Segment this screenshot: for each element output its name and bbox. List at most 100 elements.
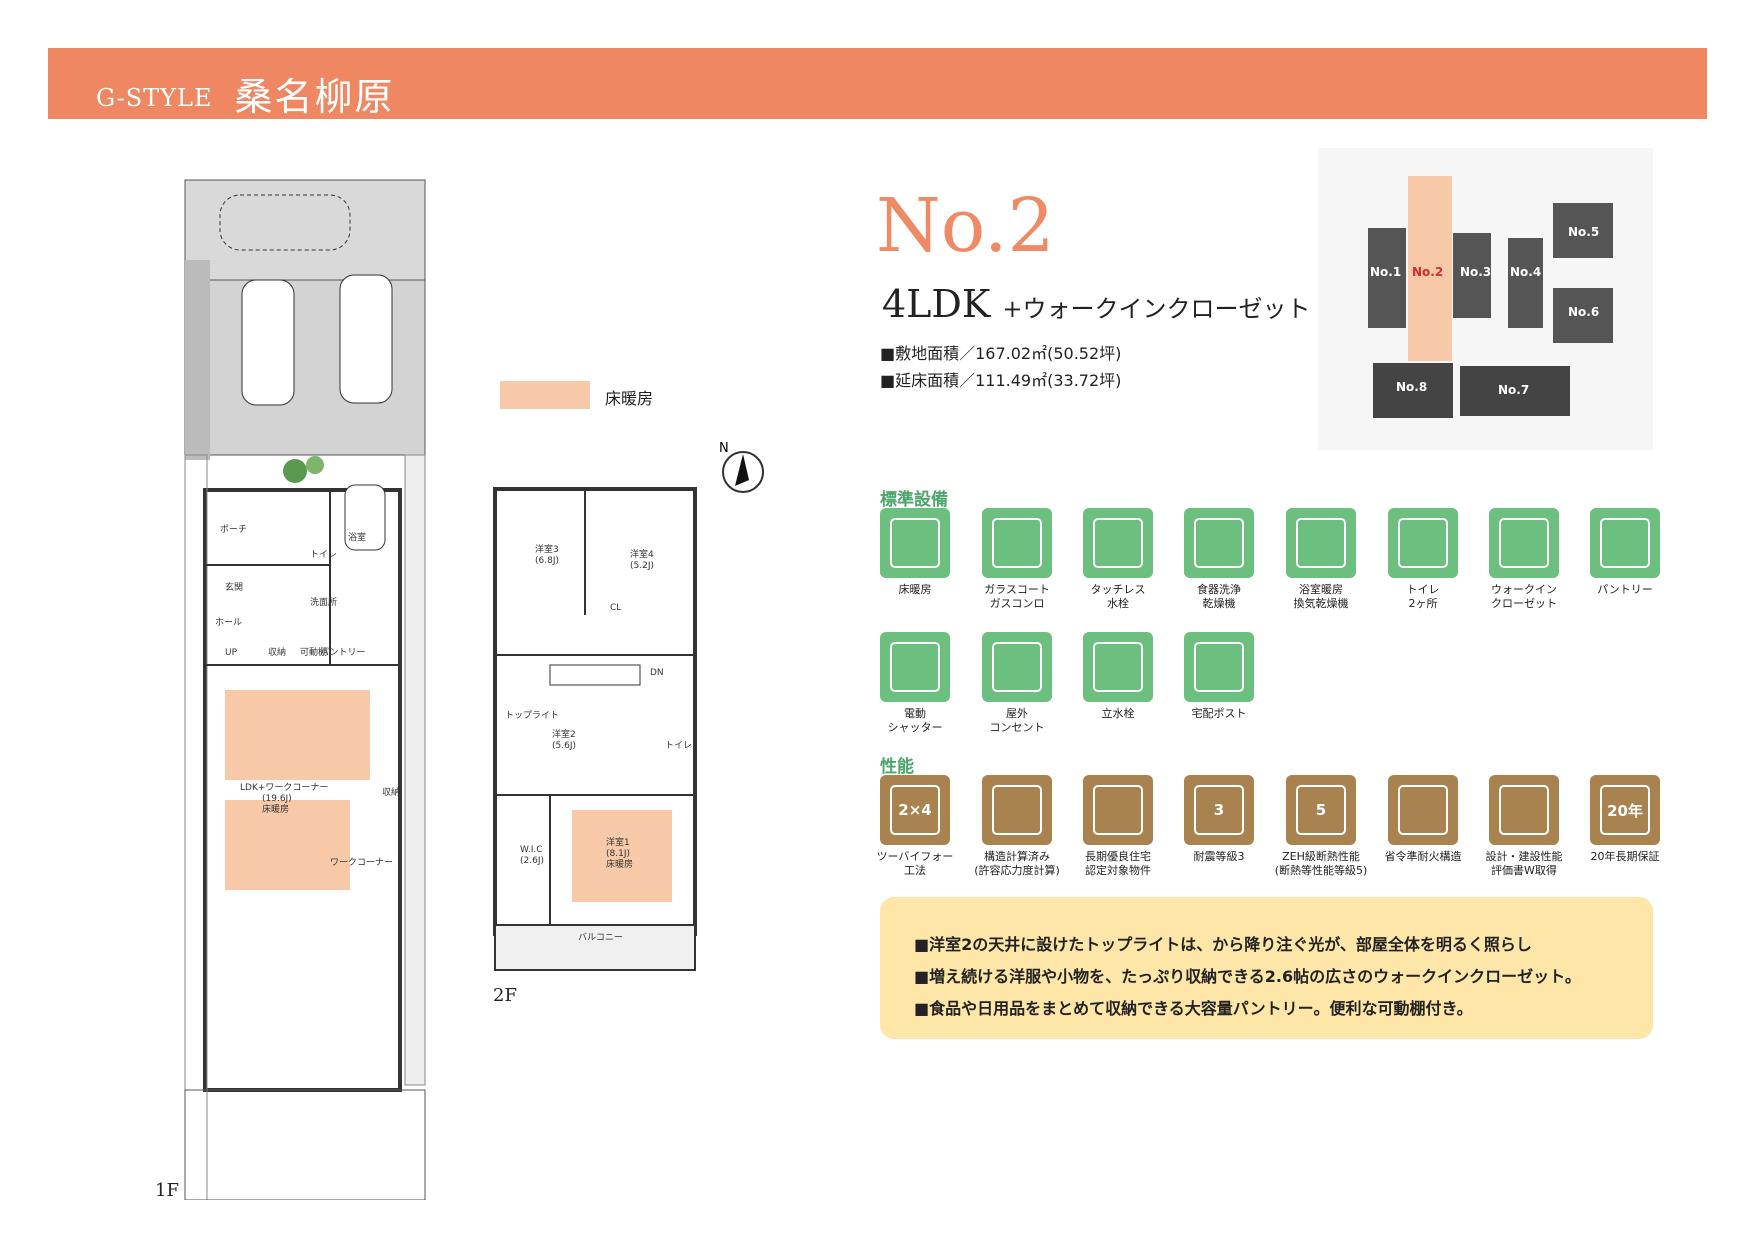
note-item: ■増え続ける洋服や小物を、たっぷり収納できる2.6帖の広さのウォークインクローゼ… bbox=[914, 967, 1581, 986]
svg-text:床暖房: 床暖房 bbox=[606, 858, 633, 870]
floor-plan-2f: 洋室3 (6.8J) 洋室4 (5.2J) CL トップライト 洋室2 (5.6… bbox=[493, 487, 697, 971]
layout-type: 4LDK +ウォークインクローゼット bbox=[882, 282, 1311, 326]
zeh-insulation-icon: 5 bbox=[1286, 775, 1356, 845]
svg-text:可動棚: 可動棚 bbox=[300, 646, 327, 658]
svg-text:No.8: No.8 bbox=[1396, 380, 1427, 394]
equipment-label: 設計・建設性能 評価書W取得 bbox=[1485, 850, 1563, 877]
svg-text:トップライト: トップライト bbox=[505, 710, 559, 721]
svg-text:玄関: 玄関 bbox=[225, 581, 243, 593]
equipment-label: 食器洗浄 乾燥機 bbox=[1197, 583, 1241, 610]
svg-text:(6.8J): (6.8J) bbox=[535, 556, 559, 566]
svg-text:No.1: No.1 bbox=[1370, 265, 1401, 279]
floor-label-2f: 2F bbox=[493, 985, 517, 1006]
standing-faucet-icon bbox=[1083, 632, 1153, 702]
equipment-label: 省令準耐火構造 bbox=[1384, 850, 1462, 863]
delivery-box-icon bbox=[1184, 632, 1254, 702]
equipment-label: 電動 シャッター bbox=[887, 707, 943, 734]
svg-text:洋室3: 洋室3 bbox=[535, 543, 559, 555]
equipment-label: パントリー bbox=[1597, 583, 1653, 596]
outdoor-outlet-icon bbox=[982, 632, 1052, 702]
svg-text:No.7: No.7 bbox=[1498, 383, 1529, 397]
svg-text:N: N bbox=[719, 441, 729, 456]
equipment-label: ウォークイン クローゼット bbox=[1491, 583, 1557, 610]
equipment-label: 立水栓 bbox=[1101, 707, 1135, 720]
fire-resistant-icon bbox=[1388, 775, 1458, 845]
floor-label-1f: 1F bbox=[155, 1180, 179, 1201]
note-item: ■洋室2の天井に設けたトップライトは、から降り注ぐ光が、部屋全体を明るく照らし bbox=[914, 935, 1532, 954]
svg-text:No.6: No.6 bbox=[1568, 305, 1599, 319]
warranty-icon: 20年 bbox=[1590, 775, 1660, 845]
svg-text:洋室2: 洋室2 bbox=[552, 728, 576, 740]
svg-text:CL: CL bbox=[610, 603, 621, 613]
floor-heating-legend-label: 床暖房 bbox=[605, 389, 654, 408]
svg-text:DN: DN bbox=[650, 668, 664, 678]
equipment-label: 宅配ポスト bbox=[1191, 707, 1247, 720]
equipment-label: 浴室暖房 換気乾燥機 bbox=[1293, 583, 1349, 610]
svg-text:(8.1J): (8.1J) bbox=[606, 849, 630, 859]
long-life-house-icon bbox=[1083, 775, 1153, 845]
equipment-label: 長期優良住宅 認定対象物件 bbox=[1085, 850, 1151, 877]
svg-text:ワークコーナー: ワークコーナー bbox=[330, 857, 393, 868]
svg-text:トイレ: トイレ bbox=[310, 550, 337, 560]
walk-in-closet-icon bbox=[1489, 508, 1559, 578]
svg-text:浴室: 浴室 bbox=[348, 531, 366, 543]
electric-shutter-icon bbox=[880, 632, 950, 702]
svg-text:ポーチ: ポーチ bbox=[220, 524, 247, 535]
seismic-grade-icon: 3 bbox=[1184, 775, 1254, 845]
svg-text:収納: 収納 bbox=[268, 646, 286, 658]
equipment-label: ツーバイフォー 工法 bbox=[876, 850, 954, 877]
svg-text:(19.6J): (19.6J) bbox=[262, 794, 292, 804]
svg-text:LDK+ワークコーナー: LDK+ワークコーナー bbox=[240, 782, 328, 793]
equipment-label: 耐震等級3 bbox=[1193, 850, 1245, 863]
performance-title: 性能 bbox=[880, 757, 914, 777]
svg-text:ホール: ホール bbox=[215, 617, 242, 628]
evaluation-doc-icon bbox=[1489, 775, 1559, 845]
equipment-label: 屋外 コンセント bbox=[989, 707, 1045, 734]
svg-text:(2.6J): (2.6J) bbox=[520, 856, 544, 866]
svg-text:No.4: No.4 bbox=[1510, 265, 1541, 279]
equipment-label: 20年長期保証 bbox=[1590, 850, 1660, 863]
floor-plan-1f: ポーチ トイレ 浴室 玄関 洗面所 ホール UP 収納 可動棚 パントリー LD… bbox=[184, 179, 426, 1200]
svg-text:(5.6J): (5.6J) bbox=[552, 741, 576, 751]
equipment-label: 床暖房 bbox=[898, 583, 932, 596]
equipment-label: ZEH級断熱性能 (断熱等性能等級5) bbox=[1274, 850, 1368, 877]
svg-text:W.I.C: W.I.C bbox=[520, 845, 543, 855]
compass-icon: N bbox=[719, 441, 764, 493]
floor-heating-legend-swatch bbox=[500, 381, 590, 409]
pantry-icon bbox=[1590, 508, 1660, 578]
bath-dryer-icon bbox=[1286, 508, 1356, 578]
floor-heating-icon bbox=[880, 508, 950, 578]
svg-text:洋室4: 洋室4 bbox=[630, 548, 654, 560]
toilet-icon bbox=[1388, 508, 1458, 578]
equipment-label: トイレ 2ヶ所 bbox=[1406, 583, 1440, 610]
plan-number: No.2 bbox=[876, 183, 1055, 269]
svg-text:洗面所: 洗面所 bbox=[310, 596, 337, 608]
svg-text:収納: 収納 bbox=[382, 786, 400, 798]
site-map: No.1 No.2 No.3 No.4 No.5 No.6 No.8 No.7 bbox=[1318, 148, 1653, 450]
svg-text:バルコニー: バルコニー bbox=[578, 932, 623, 943]
svg-text:(5.2J): (5.2J) bbox=[630, 561, 654, 571]
svg-text:洋室1: 洋室1 bbox=[606, 836, 630, 848]
glass-cooktop-icon bbox=[982, 508, 1052, 578]
svg-text:床暖房: 床暖房 bbox=[262, 803, 289, 815]
touchless-faucet-icon bbox=[1083, 508, 1153, 578]
equipment-label: ガラスコート ガスコンロ bbox=[984, 583, 1050, 610]
svg-text:トイレ: トイレ bbox=[665, 741, 692, 751]
feature-notes: ■洋室2の天井に設けたトップライトは、から降り注ぐ光が、部屋全体を明るく照らし … bbox=[880, 897, 1653, 1039]
svg-text:No.5: No.5 bbox=[1568, 225, 1599, 239]
site-area: ■敷地面積／167.02㎡(50.52坪) bbox=[880, 344, 1122, 363]
dishwasher-icon bbox=[1184, 508, 1254, 578]
standard-equipment-title: 標準設備 bbox=[880, 490, 948, 510]
note-item: ■食品や日用品をまとめて収納できる大容量パントリー。便利な可動棚付き。 bbox=[914, 999, 1473, 1018]
equipment-label: 構造計算済み (許容応力度計算) bbox=[974, 850, 1060, 877]
structural-calc-icon bbox=[982, 775, 1052, 845]
svg-text:No.3: No.3 bbox=[1460, 265, 1491, 279]
svg-text:パントリー: パントリー bbox=[320, 647, 365, 658]
svg-text:UP: UP bbox=[225, 648, 238, 658]
two-by-four-icon: 2×4 bbox=[880, 775, 950, 845]
floor-area: ■延床面積／111.49㎡(33.72坪) bbox=[880, 371, 1122, 390]
svg-text:No.2: No.2 bbox=[1412, 265, 1443, 279]
equipment-label: タッチレス 水栓 bbox=[1090, 583, 1146, 610]
